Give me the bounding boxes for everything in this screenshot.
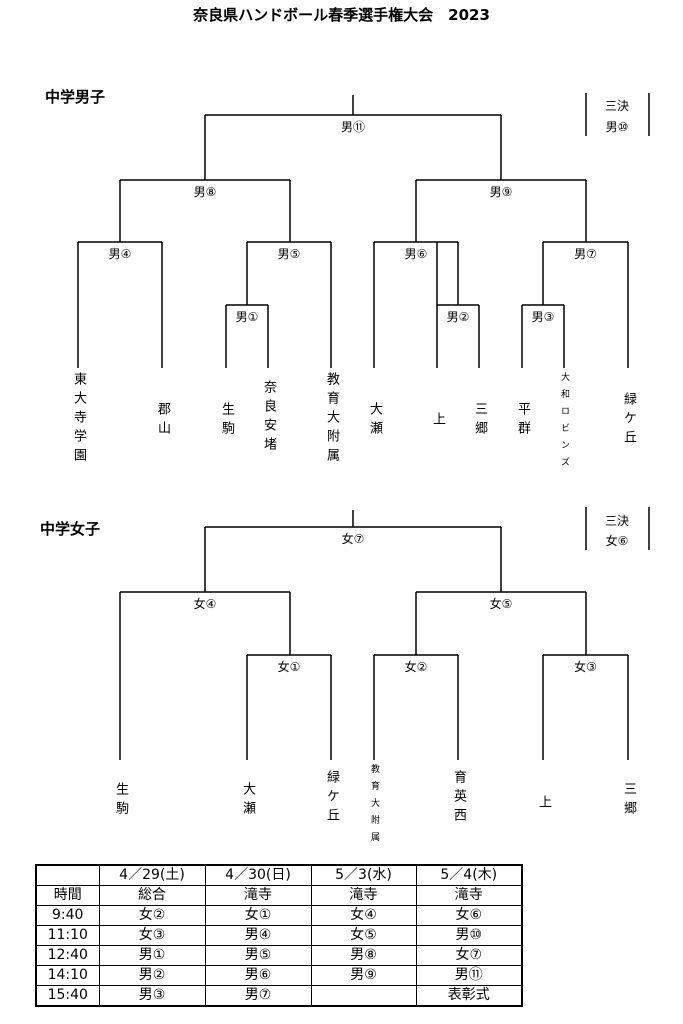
table-cell: 15:40 [35,985,100,1007]
team-name: 東大寺学園 [71,372,86,467]
table-cell: 男③ [98,985,206,1007]
table-cell: 総合 [98,885,206,906]
match-label: 男⑥ [404,247,428,261]
table-cell: 男⑩ [415,925,523,946]
table-cell: 時間 [35,885,100,906]
table-cell: 9:40 [35,905,100,926]
table-cell: 滝寺 [415,885,523,906]
table-cell: 11:10 [35,925,100,946]
match-label: 男① [235,310,259,324]
match-label: 女① [277,660,301,674]
team-name: 大和ロビンズ [559,372,569,474]
team-name: 緑ケ丘 [324,770,339,827]
team-name: 大瀬 [240,782,255,820]
match-label: 男⑦ [574,247,597,261]
table-cell: 女① [204,905,312,926]
match-label: 男⑨ [489,185,513,199]
team-name: 教育大附属 [369,764,379,849]
match-label: 女⑦ [341,532,365,546]
team-name: 平群 [515,402,530,440]
table-cell: 女③ [98,925,206,946]
match-label: 男③ [531,310,555,324]
table-cell: 12:40 [35,945,100,966]
document-title: 奈良県ハンドボール春季選手権大会 2023 [193,6,490,24]
table-cell: 男④ [204,925,312,946]
table-cell: 女⑤ [310,925,417,946]
venue-row: 時間総合滝寺滝寺滝寺 [35,885,523,906]
table-cell: 男⑨ [310,965,417,986]
team-name: 生駒 [113,782,128,820]
table-cell: 4／30(日) [204,864,312,886]
table-cell: 男② [98,965,206,986]
third-place-label: 三決 [604,99,630,113]
table-cell: 男① [98,945,206,966]
match-label: 男⑧ [193,185,217,199]
match-label: 女② [404,660,428,674]
table-cell: 14:10 [35,965,100,986]
table-cell: 5／3(水) [310,864,417,886]
table-cell: 女⑦ [415,945,523,966]
table-cell: 男⑥ [204,965,312,986]
table-cell: 滝寺 [310,885,417,906]
match-label: 男④ [108,247,132,261]
team-name: 郡山 [155,402,170,440]
team-name: 三郷 [472,402,487,440]
team-name: 三郷 [621,782,636,820]
team-name: 教育大附属 [324,372,339,467]
table-cell: 5／4(木) [415,864,523,886]
table-cell: 男⑪ [415,965,523,986]
table-cell: 男⑧ [310,945,417,966]
table-cell [310,985,417,1007]
third-place-match: 女⑥ [605,534,629,548]
girls-heading: 中学女子 [40,520,101,538]
team-name: 生駒 [219,402,234,440]
match-label: 男⑪ [340,120,366,134]
table-cell: 女⑥ [415,905,523,926]
table-cell: 4／29(土) [98,864,206,886]
team-name: 上 [536,795,551,814]
table-cell: 男⑤ [204,945,312,966]
match-label: 女④ [193,597,217,611]
table-cell: 表彰式 [415,985,523,1007]
match-label: 男② [446,310,470,324]
team-name: 育英西 [451,770,466,827]
table-cell: 男⑦ [204,985,312,1007]
team-name: 奈良安堵 [261,380,276,456]
match-label: 女⑤ [489,597,513,611]
table-cell: 女② [98,905,206,926]
match-label: 男⑤ [277,247,301,261]
table-cell: 滝寺 [204,885,312,906]
table-cell: 女④ [310,905,417,926]
third-place-match: 男⑩ [605,120,629,134]
team-name: 緑ケ丘 [621,392,636,449]
match-label: 女③ [574,660,597,674]
team-name: 上 [430,412,445,431]
table-cell [35,864,100,886]
team-name: 大瀬 [367,402,382,440]
boys-heading: 中学男子 [45,88,106,106]
table-header-row: 4／29(土)4／30(日)5／3(水)5／4(木) [35,864,523,886]
third-place-label: 三決 [604,514,630,528]
